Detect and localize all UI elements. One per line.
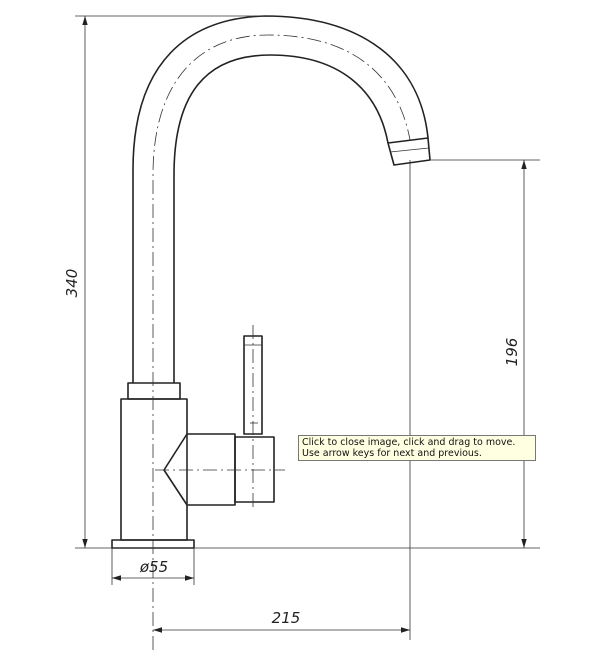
dim-height-spout: 196 — [503, 338, 521, 367]
dim-reach: 215 — [272, 609, 301, 627]
spout-inner — [173, 54, 389, 383]
spout-outer — [132, 15, 429, 383]
collar — [127, 382, 181, 400]
handle-cap — [234, 436, 275, 503]
dim-base-diameter: ø55 — [139, 558, 168, 576]
extension-lines — [75, 15, 540, 640]
dimension-labels: 340 196 ø55 215 — [63, 269, 521, 627]
spout-centerline — [152, 34, 411, 650]
dim-height-total: 340 — [63, 269, 81, 298]
handle-housing — [163, 433, 236, 506]
image-viewer-tooltip[interactable]: Click to close image, click and drag to … — [298, 435, 536, 461]
dimension-lines — [82, 16, 527, 633]
spout-tip-seam — [389, 147, 430, 153]
faucet-outline — [111, 15, 431, 549]
center-lines — [152, 34, 411, 650]
body — [120, 398, 188, 541]
